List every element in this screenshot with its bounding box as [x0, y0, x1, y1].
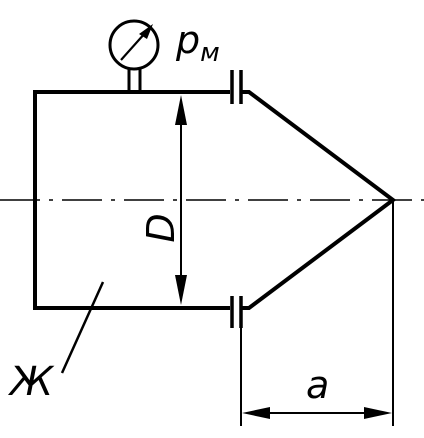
distance-dimension [242, 407, 392, 419]
diameter-dimension [175, 95, 187, 305]
vessel-body [33, 90, 230, 310]
diameter-label: D [139, 213, 183, 242]
fluid-label: Ж [7, 359, 55, 405]
distance-label: a [306, 363, 329, 407]
pressure-label: pм [175, 18, 220, 68]
pressure-gauge-icon [108, 19, 160, 92]
fluid-leader-line [60, 281, 105, 374]
